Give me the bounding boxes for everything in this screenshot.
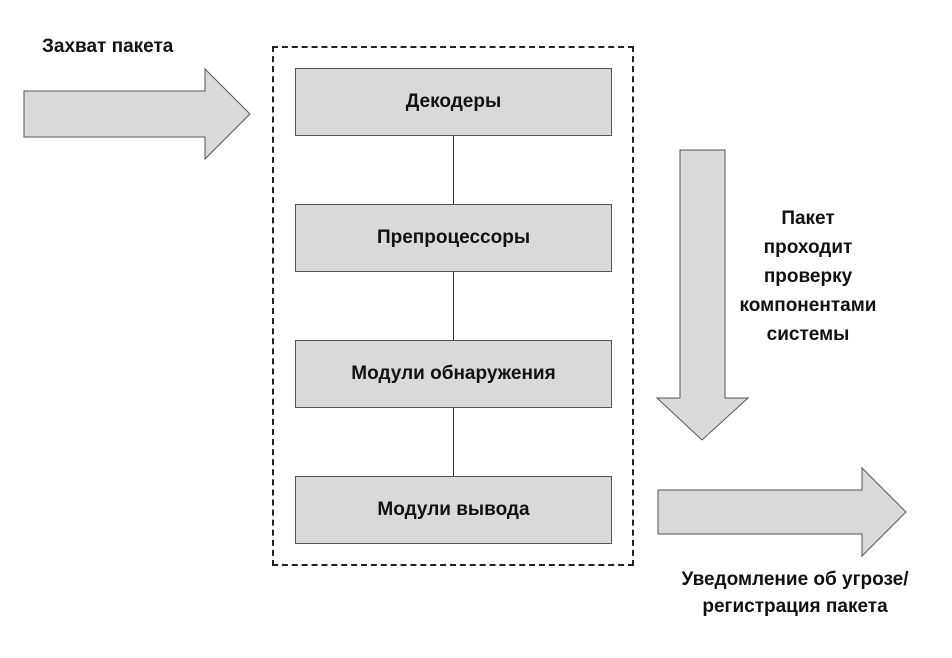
- processing-label: Пакет проходит проверку компонентами сис…: [730, 204, 886, 349]
- capture-label: Захват пакета: [42, 36, 174, 57]
- capture-arrow: [23, 67, 251, 161]
- notification-label: Уведомление об угрозе/ регистрация пакет…: [650, 566, 940, 620]
- processing-label-line: проверку: [763, 266, 853, 287]
- preprocessors-box: Препроцессоры: [295, 204, 612, 272]
- connector-line: [453, 408, 454, 476]
- processing-arrow: [655, 149, 750, 441]
- connector-line: [453, 136, 454, 204]
- output-modules-box: Модули вывода: [295, 476, 612, 544]
- processing-label-line: Пакет: [781, 208, 835, 229]
- decoders-box: Декодеры: [295, 68, 612, 136]
- processing-label-line: проходит: [763, 237, 853, 258]
- detection-modules-box: Модули обнаружения: [295, 340, 612, 408]
- output-arrow: [657, 466, 907, 558]
- connector-line: [453, 272, 454, 340]
- notification-label-line: Уведомление об угрозе/: [681, 569, 909, 590]
- ids-components-frame: [272, 46, 634, 566]
- notification-label-line: регистрация пакета: [702, 596, 888, 617]
- processing-label-line: системы: [766, 324, 850, 345]
- processing-label-line: компонентами: [739, 295, 877, 316]
